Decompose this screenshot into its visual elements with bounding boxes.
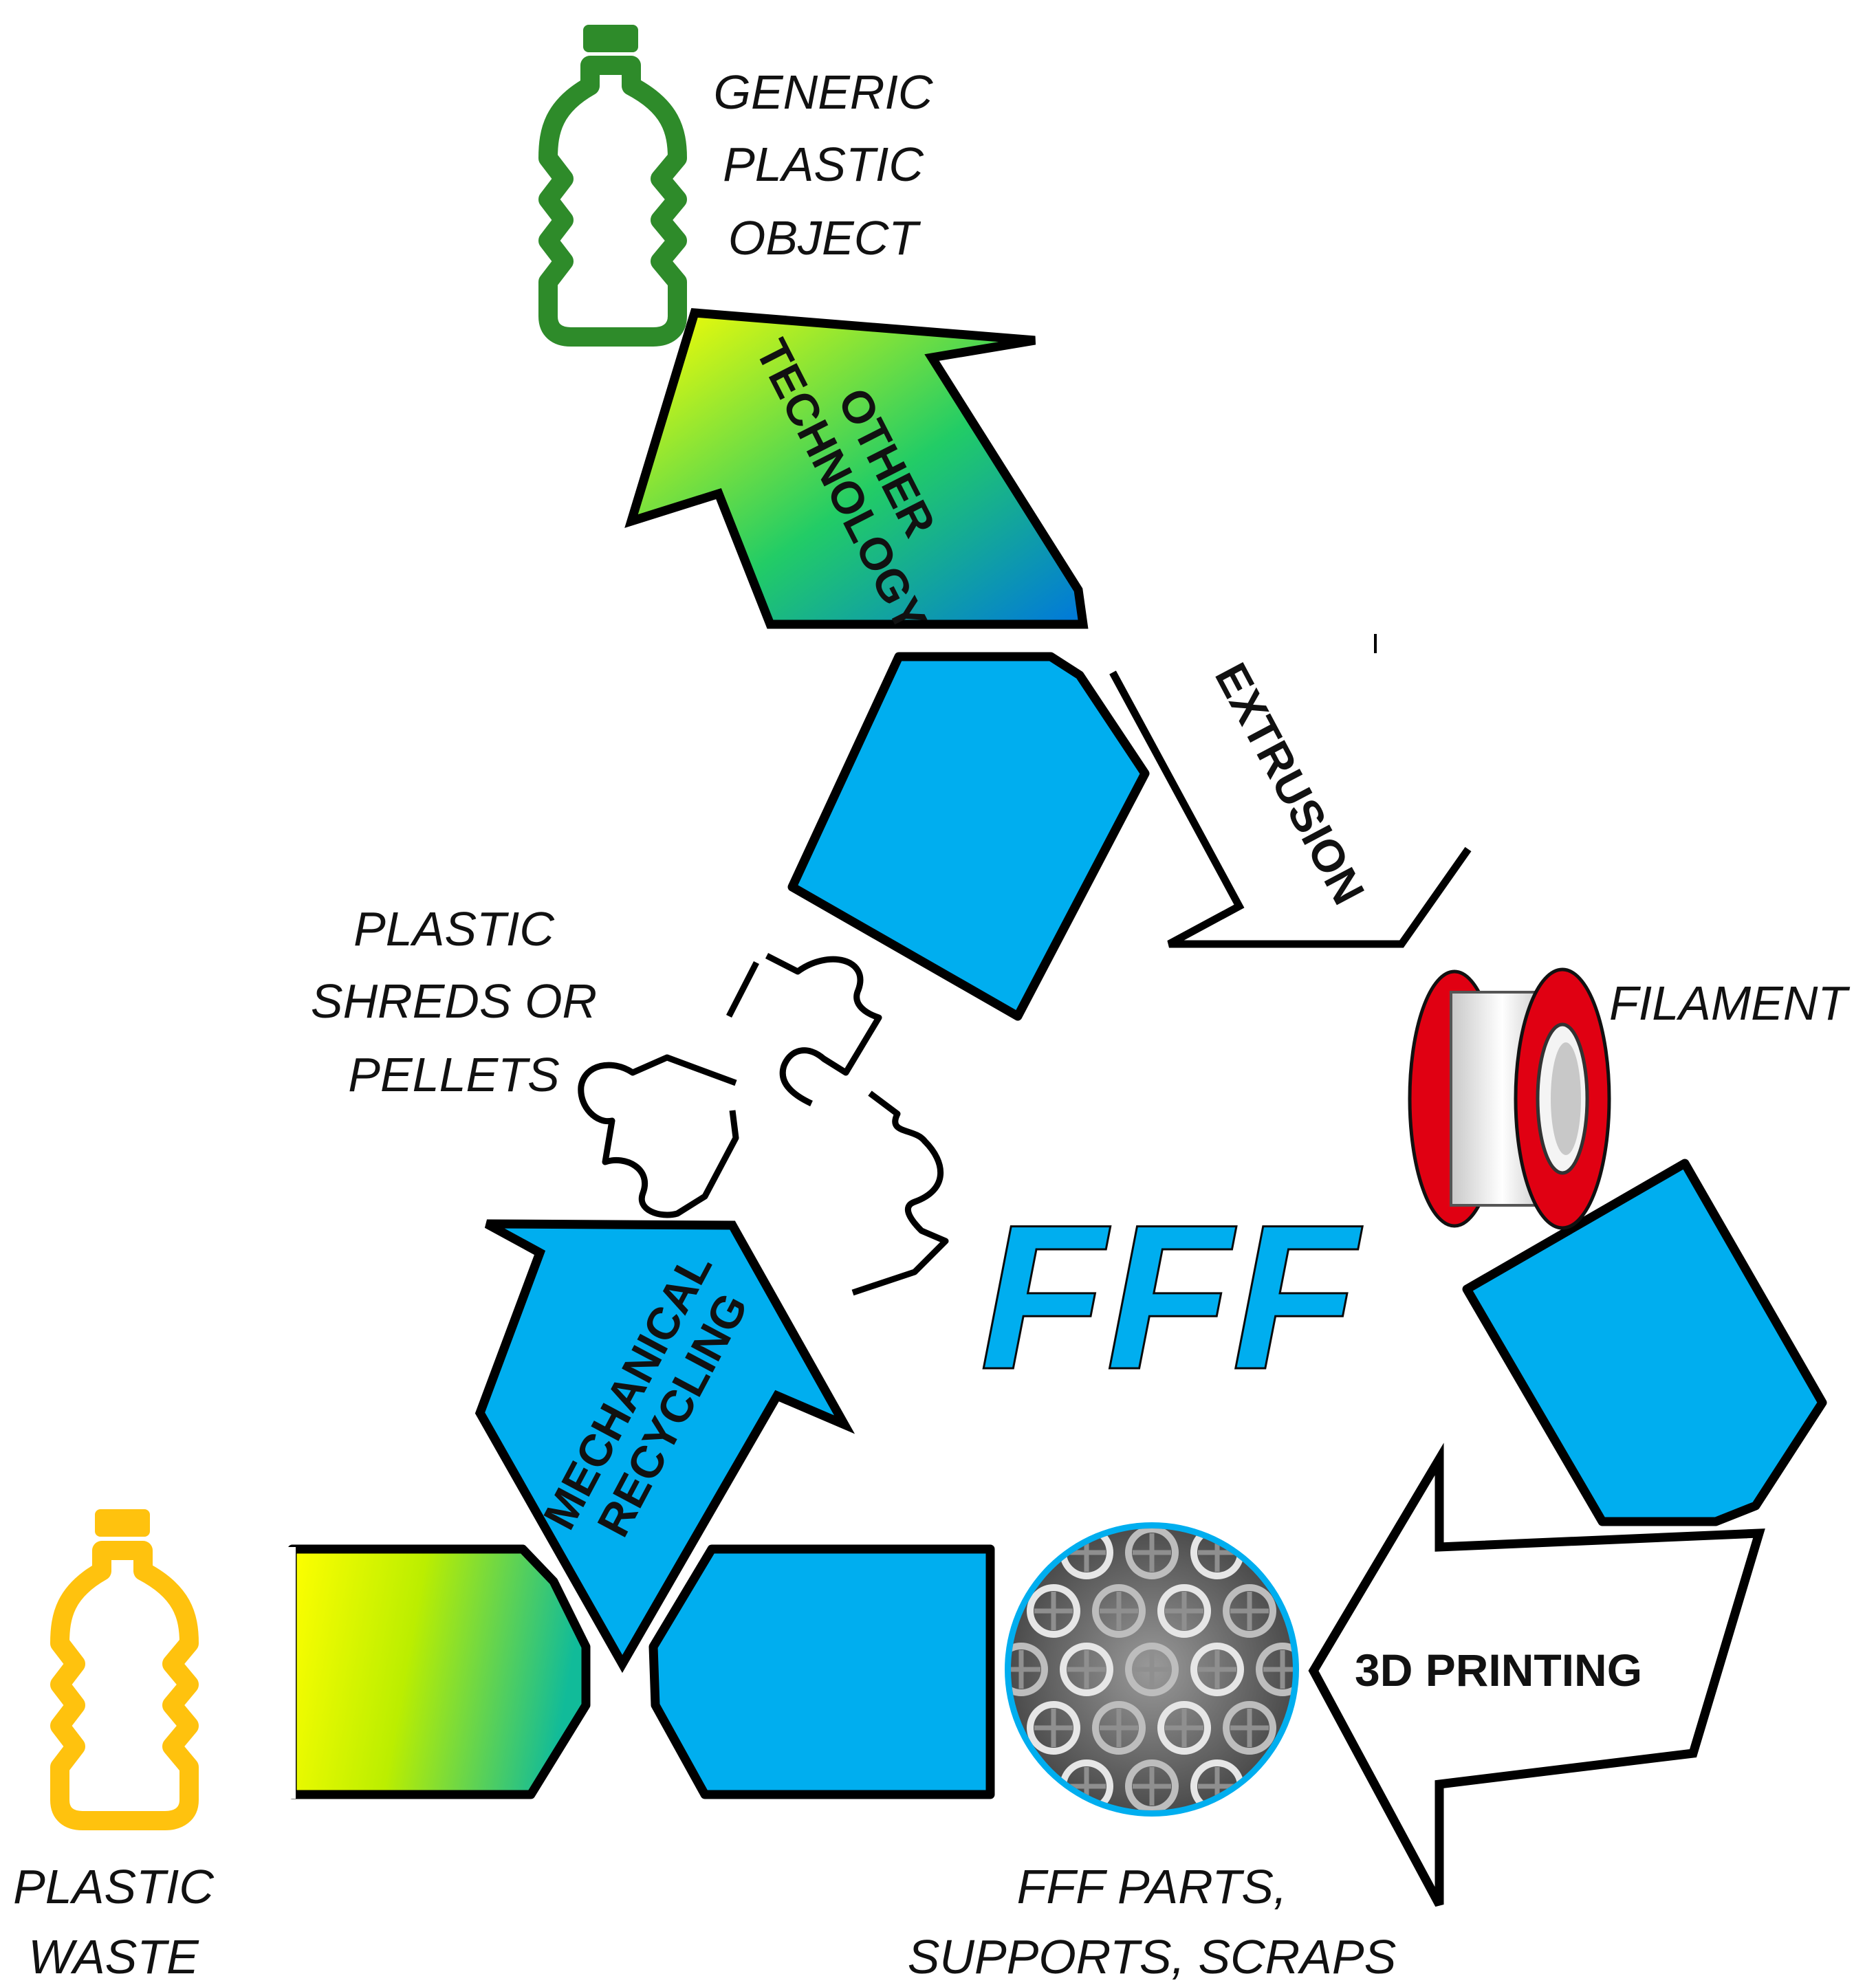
filament-label: FILAMENT xyxy=(1609,976,1850,1030)
shreds-line2: SHREDS OR xyxy=(311,974,597,1028)
plastic-waste-label: PLASTIC WASTE xyxy=(13,1860,214,1984)
generic-object-line3: OBJECT xyxy=(728,211,921,265)
puzzle-piece-icon xyxy=(578,952,949,1296)
3d-printing-label: 3D PRINTING xyxy=(1355,1645,1642,1696)
shreds-line1: PLASTIC xyxy=(353,902,554,956)
bottle-icon xyxy=(50,1509,199,1830)
generic-object-line1: GENERIC xyxy=(714,65,933,119)
bottle-icon xyxy=(538,25,687,347)
shreds-label: PLASTIC SHREDS OR PELLETS xyxy=(311,902,597,1101)
bottom-blue-segment xyxy=(648,1544,995,1799)
fff-parts-line2: SUPPORTS, SCRAPS xyxy=(908,1930,1397,1984)
fff-parts-label: FFF PARTS, SUPPORTS, SCRAPS xyxy=(908,1860,1397,1984)
mechanical-recycling-arrow: MECHANICAL RECYCLING xyxy=(475,1219,855,1674)
generic-object-label: GENERIC PLASTIC OBJECT xyxy=(714,65,933,265)
top-blue-segment xyxy=(787,652,1150,1021)
center-title: FFF xyxy=(980,1181,1364,1412)
extrusion-label: EXTRUSION xyxy=(1206,655,1375,912)
plastic-waste-line2: WASTE xyxy=(28,1930,199,1984)
extrusion-arrow: EXTRUSION xyxy=(1109,634,1472,948)
bottom-gradient-segment xyxy=(287,1544,591,1799)
other-technology-arrow: OTHER TECHNOLOGY xyxy=(624,308,1089,639)
shreds-line3: PELLETS xyxy=(348,1048,559,1101)
plastic-waste-line1: PLASTIC xyxy=(13,1860,214,1913)
spool-icon xyxy=(1408,967,1611,1230)
right-blue-segment xyxy=(1462,1159,1827,1526)
3d-printing-arrow: 3D PRINTING xyxy=(1308,1443,1765,1907)
generic-object-line2: PLASTIC xyxy=(723,138,924,191)
fff-parts-line1: FFF PARTS, xyxy=(1017,1860,1287,1913)
